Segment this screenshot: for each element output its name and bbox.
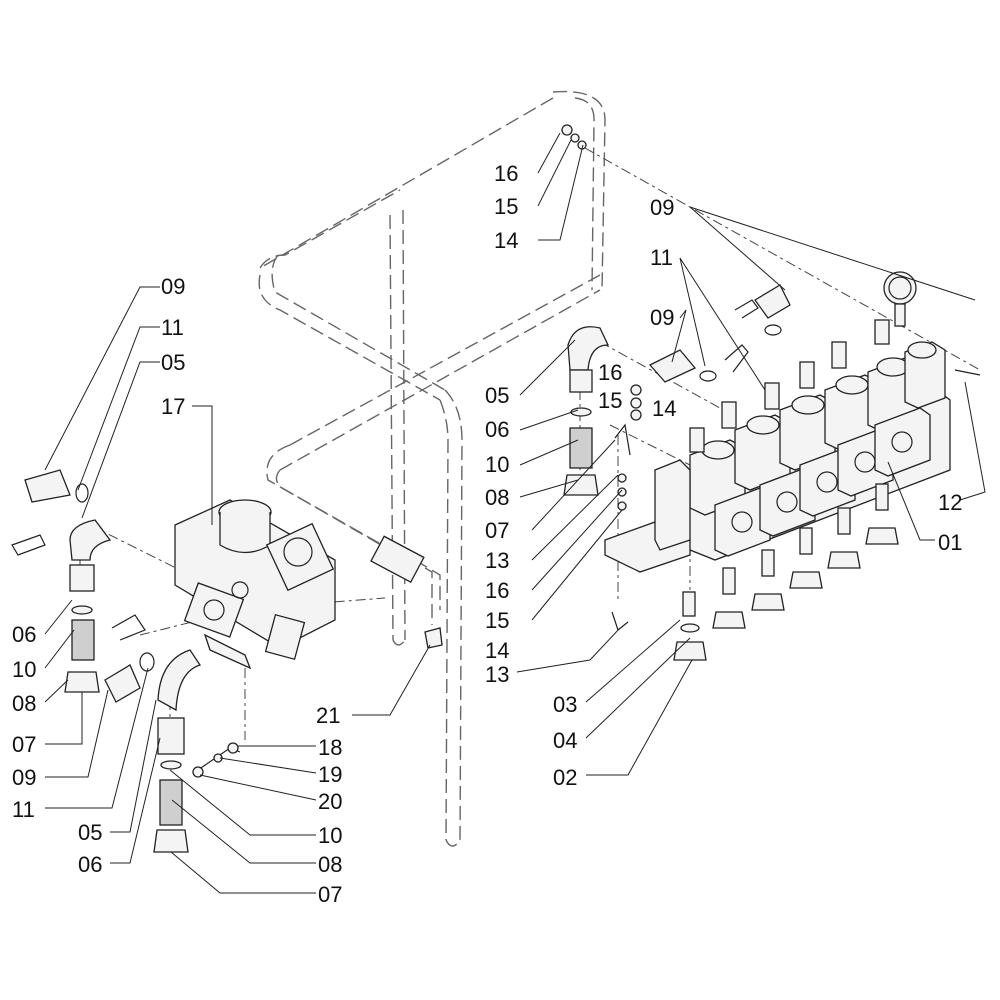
callout-07-lower: 07 [318, 882, 342, 907]
callout-20: 20 [318, 789, 342, 814]
left-valve-assembly [174, 499, 336, 670]
callout-labels: 16 15 14 09 11 09 09 11 05 17 05 16 15 1… [12, 161, 962, 907]
callout-12-pin: 12 [938, 490, 962, 515]
callout-06-left: 06 [12, 622, 36, 647]
callout-08-left: 08 [12, 691, 36, 716]
callout-06-lower: 06 [78, 852, 102, 877]
callout-14-lower: 14 [485, 638, 509, 663]
callout-10-lower: 10 [318, 823, 342, 848]
callout-05-left: 05 [161, 350, 185, 375]
callout-01-manifold: 01 [938, 530, 962, 555]
left-pipework [11, 469, 443, 853]
mounting-bracket [604, 459, 691, 573]
elbows-right [561, 124, 981, 632]
callout-17-valve: 17 [161, 394, 185, 419]
callout-16-top: 16 [494, 161, 518, 186]
pressure-gauge [883, 271, 917, 327]
callout-13-center: 13 [485, 548, 509, 573]
callout-11-lower-left: 11 [12, 797, 35, 822]
callout-08-center: 08 [485, 485, 509, 510]
outlet-fittings [673, 483, 899, 661]
callout-18: 18 [318, 735, 342, 760]
callout-03: 03 [553, 692, 577, 717]
callout-15-top: 15 [494, 194, 518, 219]
top-fittings [689, 319, 890, 453]
callout-02: 02 [553, 765, 577, 790]
callout-16-lower: 16 [485, 578, 509, 603]
callout-05-center: 05 [485, 383, 509, 408]
leader-lines [44, 132, 986, 894]
callout-19: 19 [318, 762, 342, 787]
callout-04: 04 [553, 728, 577, 753]
rack-frame [258, 90, 606, 847]
callout-09-left: 09 [161, 274, 185, 299]
callout-08-lower: 08 [318, 852, 342, 877]
valve-body-1 [689, 439, 771, 557]
callout-14-mid: 14 [652, 396, 676, 421]
valve-body-6 [904, 341, 946, 409]
callout-10-left: 10 [12, 657, 36, 682]
callout-09-upper-right: 09 [650, 195, 674, 220]
callout-16-mid: 16 [598, 360, 622, 385]
callout-21: 21 [316, 703, 340, 728]
callout-11-upper-right: 11 [650, 245, 673, 270]
callout-09-lower-left: 09 [12, 765, 36, 790]
callout-13-lower: 13 [485, 662, 509, 687]
callout-06-center: 06 [485, 417, 509, 442]
valve-manifold [561, 124, 981, 661]
callout-15-mid: 15 [598, 388, 622, 413]
callout-07-left: 07 [12, 732, 36, 757]
callout-09-right-elbow: 09 [650, 305, 674, 330]
callout-11-left: 11 [161, 315, 184, 340]
callout-07-center: 07 [485, 518, 509, 543]
callout-15-lower: 15 [485, 608, 509, 633]
callout-05-lower: 05 [78, 820, 102, 845]
callout-10-center: 10 [485, 452, 509, 477]
callout-14-top: 14 [494, 228, 518, 253]
